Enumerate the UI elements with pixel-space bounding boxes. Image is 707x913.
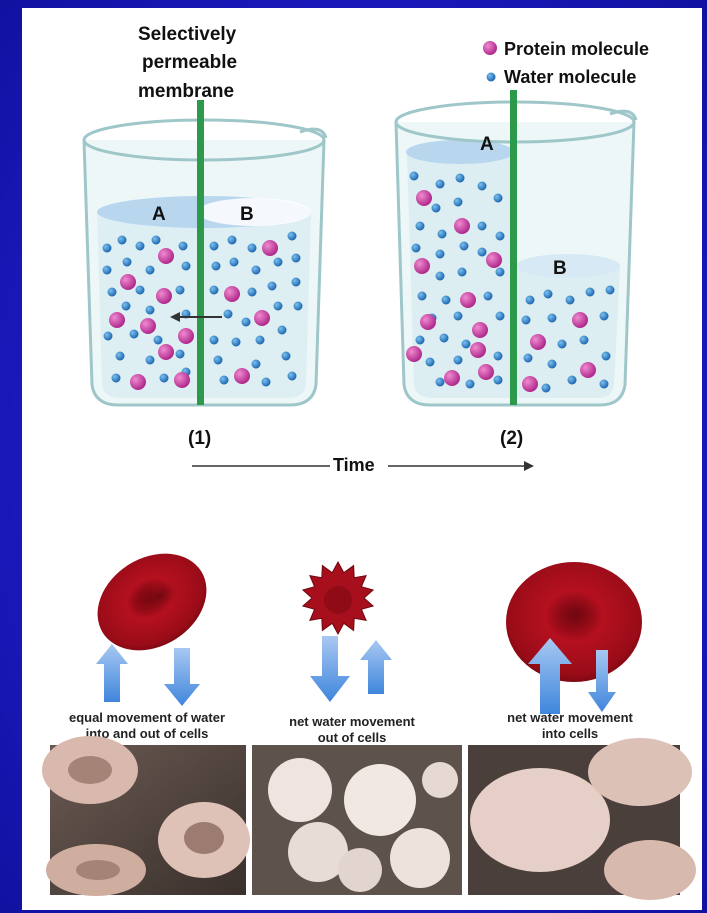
micrograph-hypertonic <box>252 745 462 895</box>
time-arrowhead <box>524 461 534 471</box>
legend-water: Water molecule <box>504 67 636 87</box>
arrow-in-isotonic <box>96 644 128 702</box>
beaker-1: A B <box>84 100 326 449</box>
beaker-1-caption: (1) <box>188 428 211 449</box>
legend-protein: Protein molecule <box>504 39 649 59</box>
membrane-label-line-2: permeable <box>142 52 237 73</box>
beaker-2-label-b: B <box>553 258 567 279</box>
protein-swatch <box>483 41 497 55</box>
cell-hypotonic-dimple <box>546 590 606 638</box>
arrow-in-hypertonic <box>360 640 392 694</box>
micrograph-hypotonic <box>468 738 696 900</box>
cell-hypertonic-core <box>324 586 352 614</box>
cell-isotonic <box>79 534 224 706</box>
membrane-label: Selectively permeable membrane <box>138 24 237 102</box>
membrane-label-line-1: Selectively <box>138 24 237 45</box>
beaker-1-label-b: B <box>240 204 254 225</box>
caption-hypertonic-line-1: net water movement <box>289 714 415 729</box>
membrane-label-line-3: membrane <box>138 81 234 102</box>
cell-hypotonic <box>506 562 642 714</box>
beaker-2-caption: (2) <box>500 428 523 449</box>
beaker-2-surface-b <box>516 254 620 278</box>
legend: Protein molecule Water molecule <box>483 39 649 87</box>
water-swatch <box>487 73 496 82</box>
time-label: Time <box>333 455 375 475</box>
arrow-out-isotonic <box>164 648 200 706</box>
beaker-2-label-a: A <box>480 134 494 155</box>
caption-hypotonic-line-1: net water movement <box>507 710 633 725</box>
micrograph-isotonic <box>42 736 250 896</box>
caption-hypertonic-line-2: out of cells <box>318 730 387 745</box>
cell-hypertonic <box>303 562 392 702</box>
beaker-2-surface-a <box>406 140 514 164</box>
beaker-1-label-a: A <box>152 204 166 225</box>
beaker-2-membrane <box>510 90 517 405</box>
beaker-1-water-surface-b <box>197 198 311 226</box>
caption-hypotonic-line-2: into cells <box>542 726 598 741</box>
cell-captions: equal movement of water into and out of … <box>69 710 634 745</box>
beaker-2: A B <box>396 90 636 449</box>
caption-isotonic-line-1: equal movement of water <box>69 710 225 725</box>
arrow-out-hypertonic <box>310 636 350 702</box>
time-axis: Time <box>192 455 534 475</box>
beaker-1-membrane <box>197 100 204 405</box>
